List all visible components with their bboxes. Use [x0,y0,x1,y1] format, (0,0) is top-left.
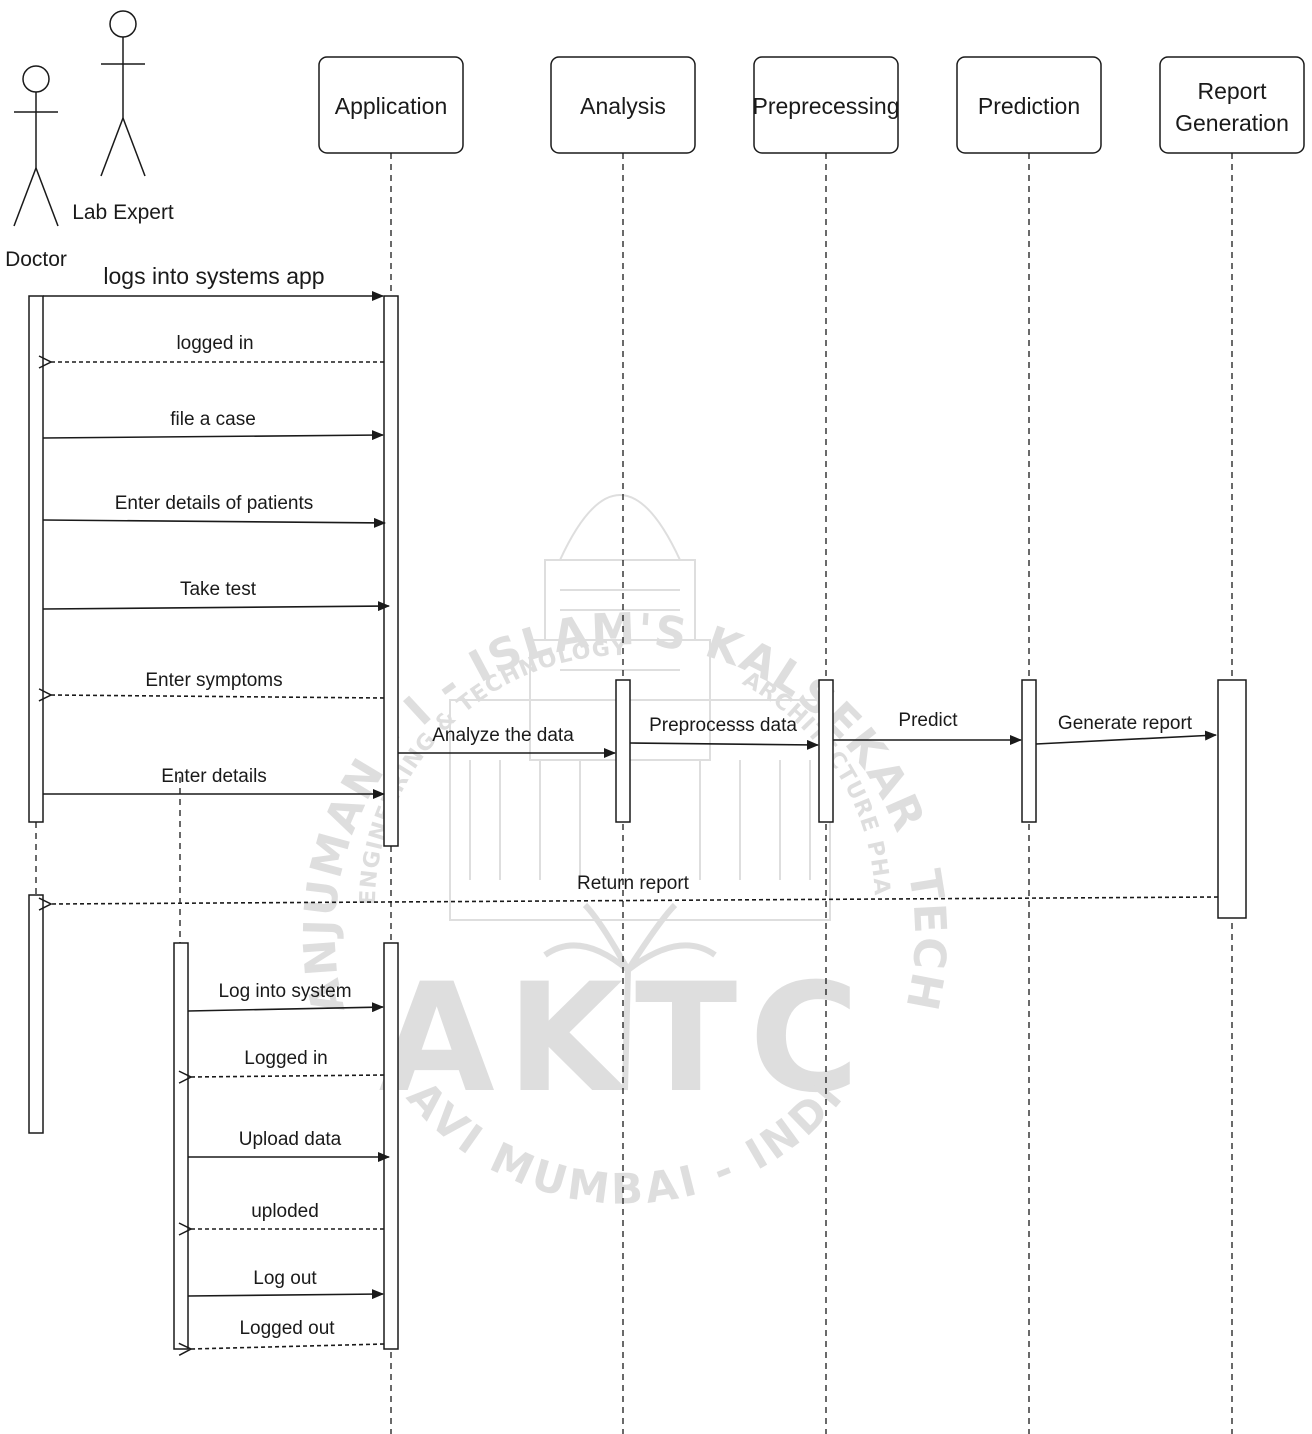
actor-lab-expert-label: Lab Expert [72,201,174,224]
message-arrow-enter-symptoms [51,695,384,698]
message-arrow-enter-details-of-patients [43,520,385,523]
participant-report-generation: Report Generation [1160,57,1304,153]
participant-report-generation-label-line1: Report [1197,78,1267,104]
activation-report-generation [1218,680,1246,918]
participant-prediction-label: Prediction [978,93,1080,119]
actor-doctor [14,66,58,226]
message-arrow-file-a-case [43,435,383,438]
message-label-log-out: Log out [253,1268,317,1289]
watermark-seal: ANJUMAN - I - ISLAM'S KALSEKARTECHNICAL … [0,0,955,1214]
message-label-preprocess-data: Preprocesss data [649,715,797,736]
participant-application: Application [319,57,463,153]
message-arrow-log-out [188,1294,383,1296]
message-label-log-into-system: Log into system [218,981,351,1002]
participant-report-generation-label-line2: Generation [1175,110,1289,136]
message-label-generate-report: Generate report [1058,713,1193,734]
message-label-take-test: Take test [180,579,257,600]
activation-doctor-1 [29,296,43,822]
activation-lab-expert [174,943,188,1349]
message-label-logged-in-2: Logged in [244,1048,327,1069]
activation-preprocessing [819,680,833,822]
activation-prediction [1022,680,1036,822]
message-arrow-take-test [43,606,389,609]
participant-analysis-label: Analysis [580,93,666,119]
message-arrow-preprocess-data [630,743,818,745]
participant-preprocessing: Preprecessing [752,57,899,153]
message-arrow-generate-report [1036,735,1216,744]
message-arrow-log-into-system [188,1007,383,1011]
message-label-uploaded: uploded [251,1201,319,1222]
activation-application-2 [384,943,398,1349]
actor-lab-expert [101,11,145,176]
participant-analysis: Analysis [551,57,695,153]
message-label-return-report: Return report [577,873,690,894]
message-label-file-a-case: file a case [170,409,256,430]
message-label-analyze-the-data: Analyze the data [432,725,574,746]
message-label-enter-symptoms: Enter symptoms [145,670,282,691]
participant-prediction: Prediction [957,57,1101,153]
message-label-predict: Predict [898,710,958,731]
participant-application-label: Application [335,93,448,119]
message-label-logged-in: logged in [176,333,253,354]
message-arrow-return-report [51,897,1218,904]
participant-preprocessing-label: Preprecessing [752,93,899,119]
message-label-logged-out: Logged out [239,1318,335,1339]
message-label-upload-data: Upload data [239,1129,342,1150]
message-label-logs-into-systems-app: logs into systems app [103,263,324,289]
message-label-enter-details: Enter details [161,766,267,787]
activation-application-1 [384,296,398,846]
actor-doctor-label: Doctor [5,248,67,271]
message-arrow-logged-in-2 [191,1075,384,1077]
activation-analysis [616,680,630,822]
activation-doctor-2 [29,895,43,1133]
message-label-enter-details-of-patients: Enter details of patients [115,493,314,514]
message-arrow-logged-out [191,1344,384,1349]
